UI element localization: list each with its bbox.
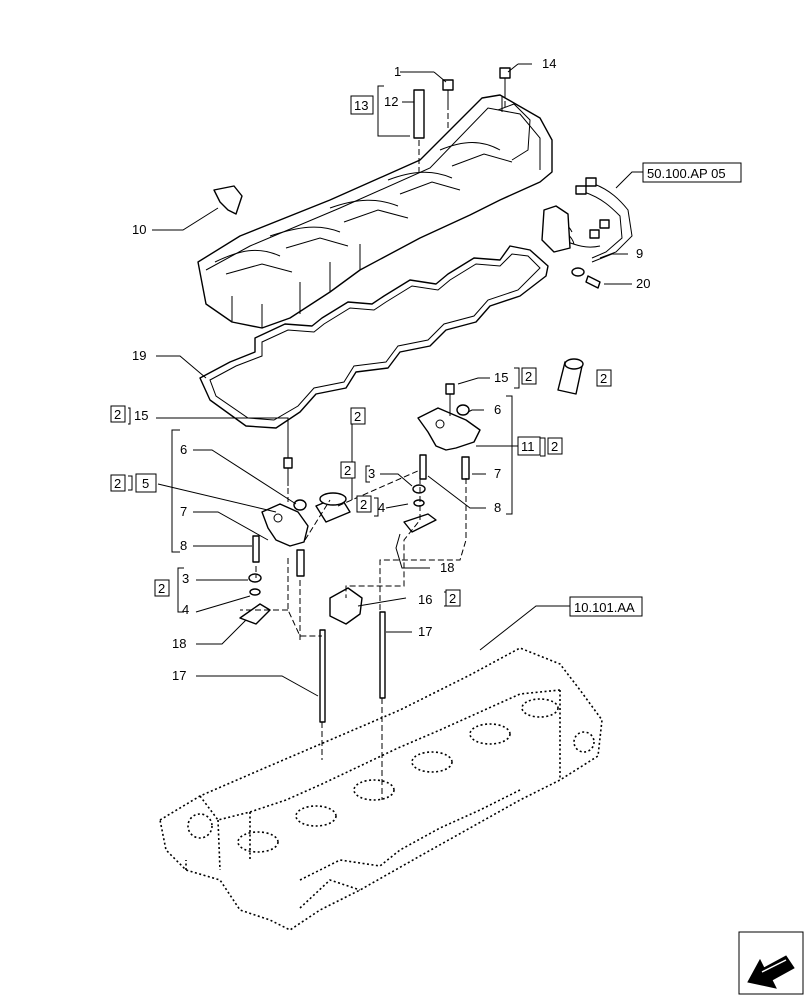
callout-4-mid: 4: [378, 500, 385, 515]
ref-cylinder-head: 10.101.AA: [574, 600, 635, 615]
callout-9: 9: [636, 246, 643, 261]
callout-2-3-mid: 2: [344, 463, 351, 478]
callout-15-right: 15: [494, 370, 508, 385]
leader-lines: [128, 63, 643, 697]
callout-11-box: [517, 436, 541, 456]
callout-19: 19: [132, 348, 146, 363]
assembly-guides: [240, 92, 506, 800]
callout-18-left: 18: [172, 636, 186, 651]
rocker-arm-right: [417, 358, 584, 480]
callout-2-11: 2: [551, 439, 558, 454]
callout-6-left: 6: [180, 442, 187, 457]
callout-20: 20: [636, 276, 650, 291]
callout-2-box: [154, 579, 170, 597]
callout-2-15-left: 2: [114, 407, 121, 422]
cover-gasket: [199, 245, 549, 429]
callout-labels: 1 14 12 13 10 50.100.AP 05 9 20 19 15 2 …: [110, 56, 742, 683]
callout-13: 13: [354, 98, 368, 113]
callout-2-sleeve: 2: [600, 371, 607, 386]
top-fasteners: [413, 67, 511, 139]
callout-15-left: 15: [134, 408, 148, 423]
callout-3-mid: 3: [368, 466, 375, 481]
callout-5: 5: [142, 476, 149, 491]
callout-8-right: 8: [494, 500, 501, 515]
callout-14: 14: [542, 56, 556, 71]
callout-17-left: 17: [172, 668, 186, 683]
callout-2-box: [356, 495, 372, 513]
callout-2-box: [350, 407, 366, 425]
callout-11: 11: [521, 439, 535, 454]
callout-2-box: [110, 474, 126, 492]
valve-cover: [197, 94, 553, 329]
rocker-arm-left: [239, 457, 309, 625]
arrow-nav-icon[interactable]: [738, 931, 804, 995]
callout-13-box: [350, 95, 374, 115]
callout-7-left: 7: [180, 504, 187, 519]
fuel-injector-harness: [541, 177, 633, 289]
callout-2-16: 2: [449, 591, 456, 606]
ref-head-box: [569, 596, 643, 617]
callout-2-5: 2: [114, 476, 121, 491]
callout-4-left: 4: [182, 602, 189, 617]
callout-8-left: 8: [180, 538, 187, 553]
ref-fuel-system: 50.100.AP 05: [647, 166, 726, 181]
middle-components: [315, 484, 437, 723]
callout-2-15-right: 2: [525, 369, 532, 384]
callout-12: 12: [384, 94, 398, 109]
callout-2-box: [340, 461, 356, 479]
callout-5-box: [135, 473, 157, 493]
callout-2-box: [596, 369, 612, 387]
callout-18-right: 18: [440, 560, 454, 575]
callout-16: 16: [418, 592, 432, 607]
callout-2-box: [547, 437, 563, 455]
callout-3-left: 3: [182, 571, 189, 586]
clip-part: [213, 185, 243, 215]
callout-6-right: 6: [494, 402, 501, 417]
callout-2-box: [110, 405, 126, 423]
callout-2-3-4-left: 2: [158, 581, 165, 596]
callout-7-right: 7: [494, 466, 501, 481]
ref-fuel-box: [642, 162, 742, 183]
callout-2-box: [445, 589, 461, 607]
callout-10: 10: [132, 222, 146, 237]
callout-2-4-mid: 2: [360, 497, 367, 512]
callout-1: 1: [394, 64, 401, 79]
cylinder-head: [159, 647, 603, 931]
callout-2-box: [521, 367, 537, 385]
callout-2-mid: 2: [354, 409, 361, 424]
callout-17-right: 17: [418, 624, 432, 639]
